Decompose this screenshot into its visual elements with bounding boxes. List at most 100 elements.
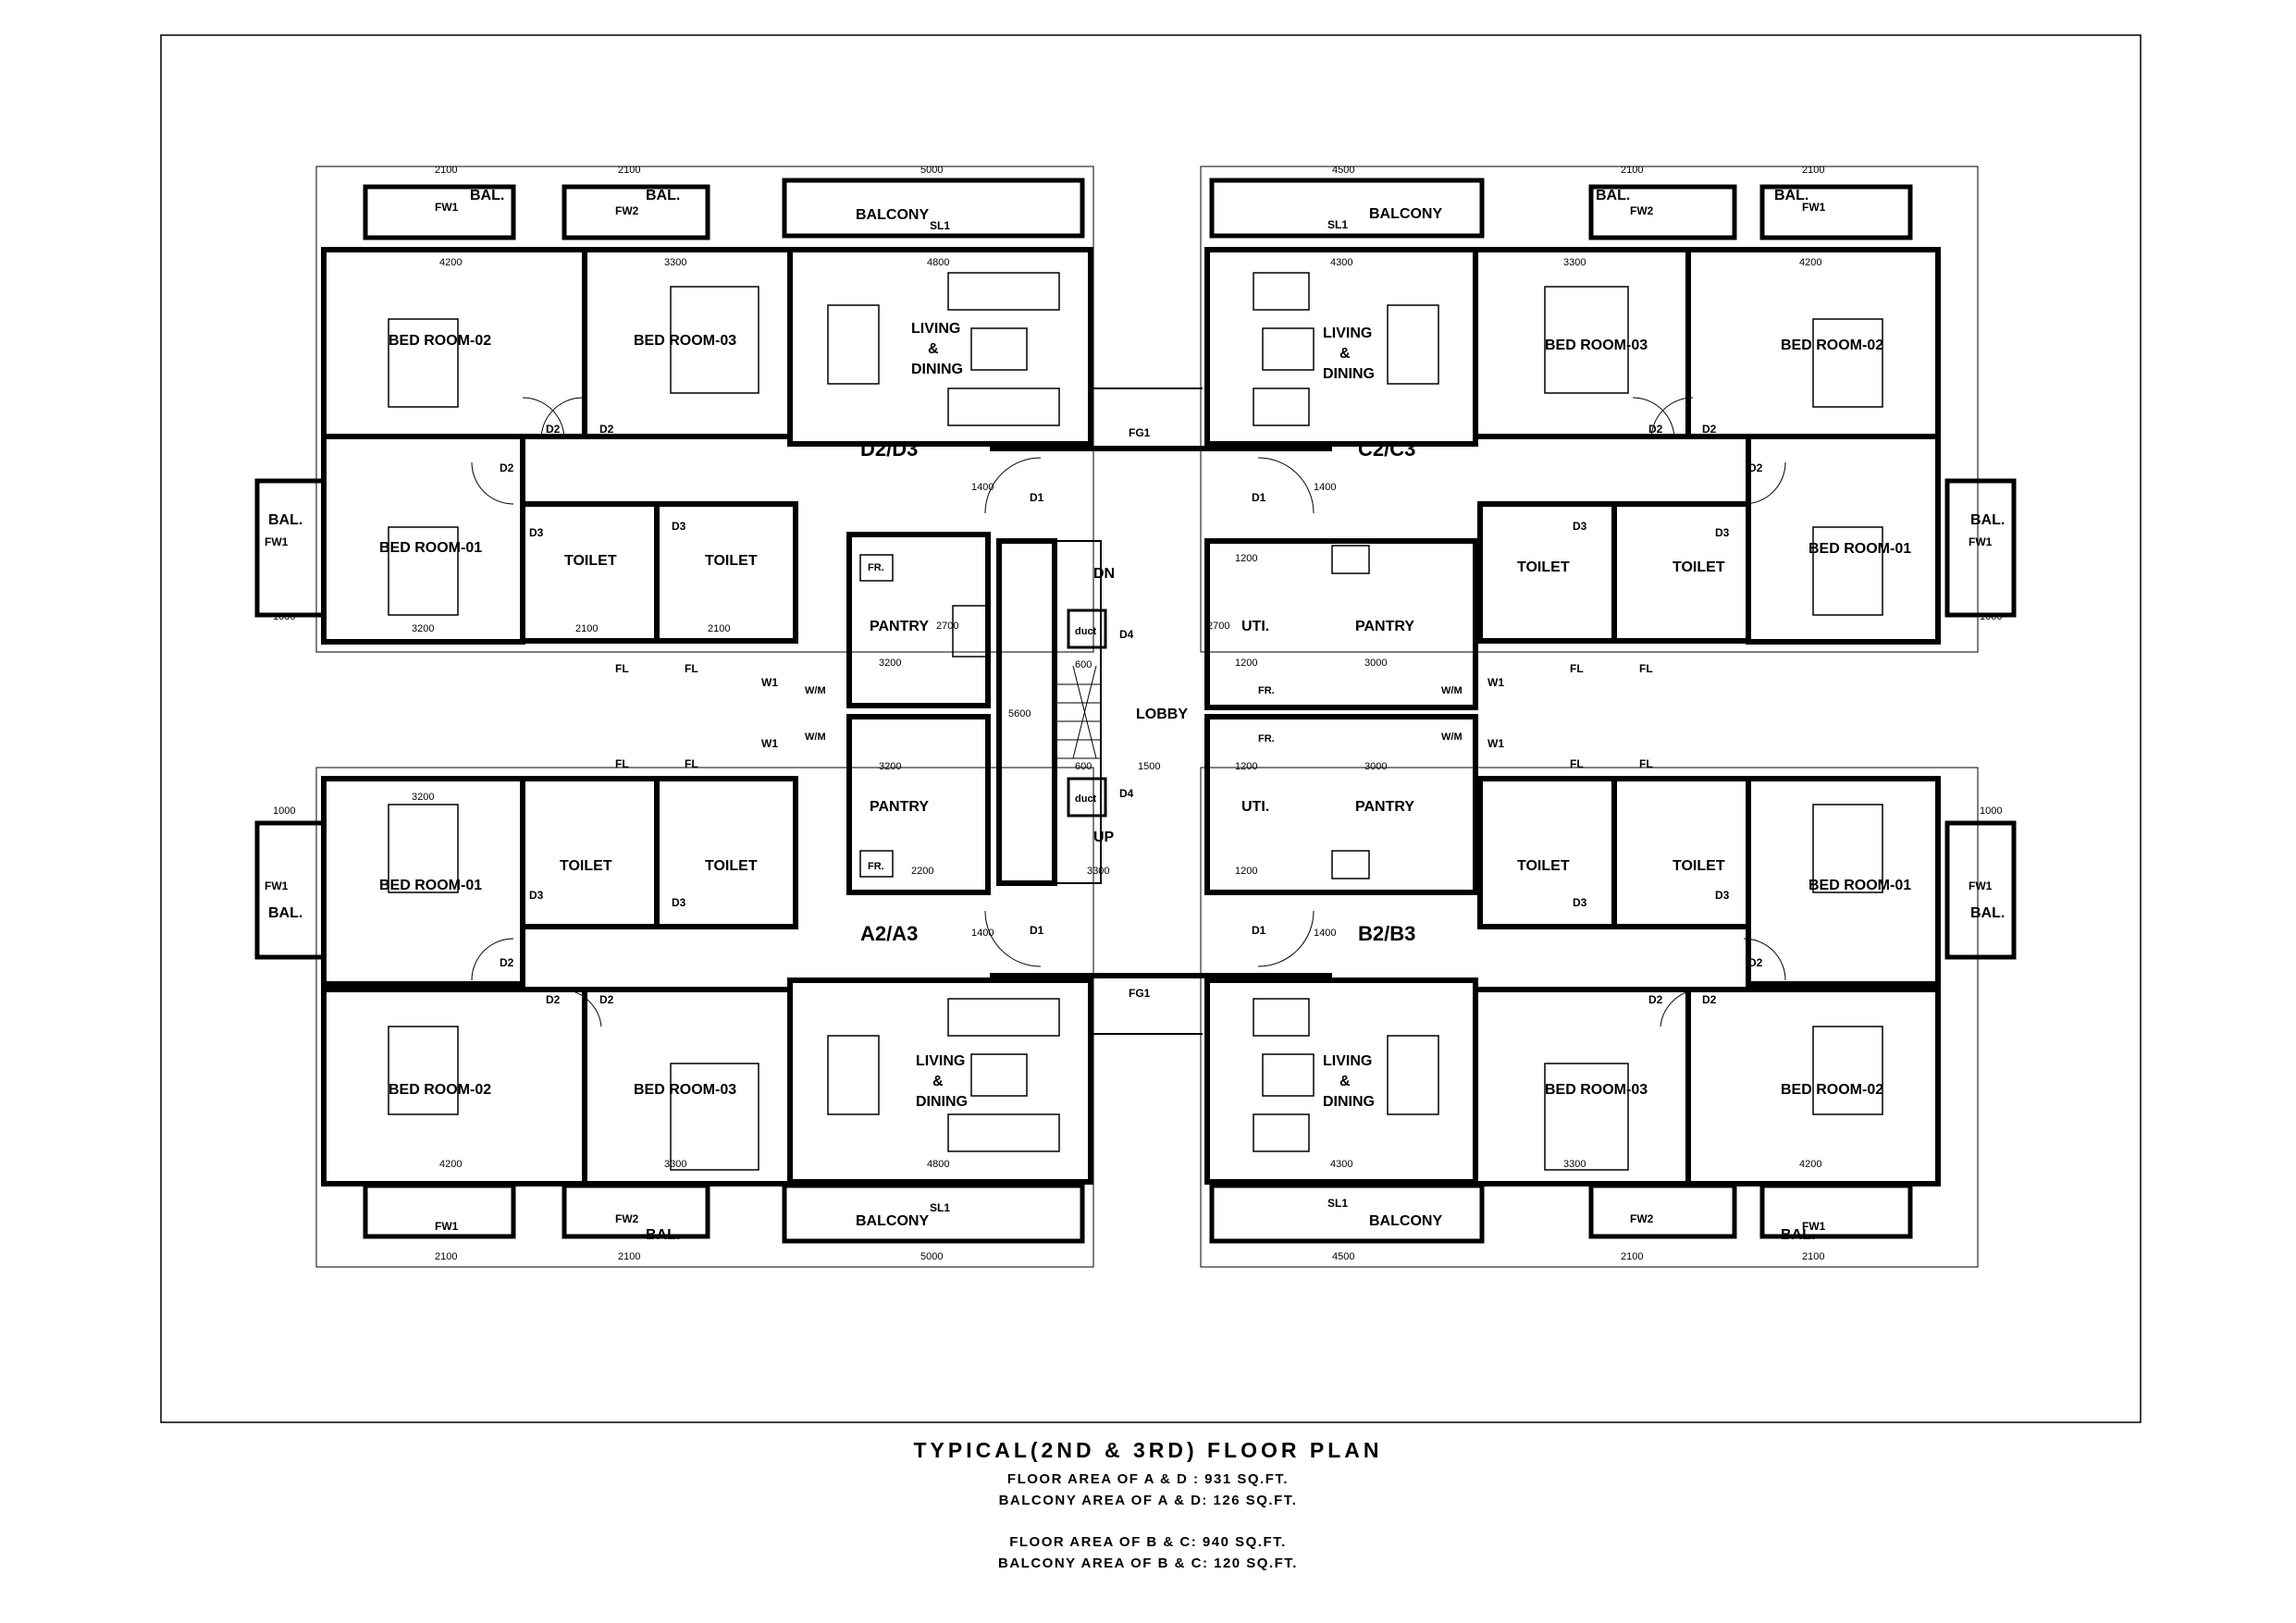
pantry-label-bl: PANTRY bbox=[870, 799, 929, 815]
tag-fl-bl-1: FL bbox=[615, 757, 629, 770]
bal-label-tr-2: BAL. bbox=[1774, 188, 1808, 203]
tag-fl-tr-1: FL bbox=[1570, 662, 1584, 675]
floor-area-a-d: FLOOR AREA OF A & D : 931 SQ.FT. bbox=[1006, 1471, 1290, 1487]
dim-1200-tr-1: 1200 bbox=[1235, 553, 1257, 564]
toilet-label-tl-2: TOILET bbox=[705, 553, 758, 569]
tag-d3-tr-1: D3 bbox=[1573, 520, 1587, 533]
living-label-br-1: LIVING bbox=[1323, 1053, 1372, 1069]
core-stair-lobby bbox=[984, 387, 1332, 1035]
bal-label-tl-2: BAL. bbox=[646, 188, 680, 203]
dim-2100-top-1: 2100 bbox=[435, 165, 457, 176]
dim-4200-bl: 4200 bbox=[439, 1159, 462, 1170]
tag-d3-br-2: D3 bbox=[1715, 889, 1730, 902]
toilet-label-tr-2: TOILET bbox=[1673, 559, 1725, 575]
dim-2200-bl-pantry: 2200 bbox=[911, 866, 933, 877]
bedroom-02-label-br: BED ROOM-02 bbox=[1781, 1082, 1883, 1098]
uti-label-br: UTI. bbox=[1241, 799, 1269, 815]
dim-1400-br: 1400 bbox=[1314, 928, 1336, 939]
dim-1000-br-side: 1000 bbox=[1980, 805, 2002, 817]
tag-d3-bl-2: D3 bbox=[672, 896, 686, 909]
toilet-label-bl-2: TOILET bbox=[705, 858, 758, 874]
tag-d3-br-1: D3 bbox=[1573, 896, 1587, 909]
unit-b2-b3 bbox=[1200, 714, 2017, 1268]
dim-2100-top-3: 2100 bbox=[1621, 165, 1643, 176]
tag-fw2-tl: FW2 bbox=[615, 204, 639, 217]
living-label-bl-3: DINING bbox=[916, 1094, 968, 1110]
pantry-label-tr: PANTRY bbox=[1355, 619, 1414, 634]
tag-fw1-br: FW1 bbox=[1802, 1220, 1826, 1233]
tag-d3-tl-1: D3 bbox=[529, 526, 544, 539]
dim-3000-tr-pantry: 3000 bbox=[1364, 658, 1387, 669]
tag-fg1-bottom: FG1 bbox=[1129, 987, 1151, 1000]
dim-4200-tl: 4200 bbox=[439, 257, 462, 268]
balcony-label-tl: BALCONY bbox=[856, 207, 929, 223]
tag-d2-bl-3: D2 bbox=[599, 993, 614, 1006]
dim-1000-tr-side: 1000 bbox=[1980, 611, 2002, 622]
tag-fw2-tr: FW2 bbox=[1630, 204, 1654, 217]
unit-label-b2-b3: B2/B3 bbox=[1358, 922, 1415, 945]
dim-600-2: 600 bbox=[1075, 761, 1092, 772]
bal-label-br-2: BAL. bbox=[1970, 905, 2005, 921]
tag-sl1-tr: SL1 bbox=[1327, 218, 1348, 231]
tag-fw1-tl-side: FW1 bbox=[265, 535, 289, 548]
unit-d2-d3 bbox=[254, 166, 1094, 708]
tag-sl1-br: SL1 bbox=[1327, 1197, 1348, 1210]
tag-fw1-tr-side: FW1 bbox=[1969, 535, 1993, 548]
dim-1500: 1500 bbox=[1138, 761, 1160, 772]
dim-4200-br: 4200 bbox=[1799, 1159, 1821, 1170]
unit-a2-a3 bbox=[254, 714, 1094, 1268]
tag-sl1-tl: SL1 bbox=[930, 219, 950, 232]
tag-w1-tl-1: W1 bbox=[761, 676, 778, 689]
toilet-label-bl-1: TOILET bbox=[560, 858, 612, 874]
dim-1400-tl: 1400 bbox=[971, 482, 994, 493]
dim-1200-br-1: 1200 bbox=[1235, 761, 1257, 772]
dim-600-1: 600 bbox=[1075, 659, 1092, 670]
tag-fw2-br: FW2 bbox=[1630, 1212, 1654, 1225]
toilet-label-br-1: TOILET bbox=[1517, 858, 1570, 874]
uti-label-tr: UTI. bbox=[1241, 619, 1269, 634]
washing-machine-label-3: W/M bbox=[1441, 685, 1463, 696]
drawing-border bbox=[160, 34, 2142, 1423]
tag-d2-tr-1: D2 bbox=[1648, 423, 1663, 436]
living-label-br-3: DINING bbox=[1323, 1094, 1375, 1110]
dim-1400-tr: 1400 bbox=[1314, 482, 1336, 493]
fridge-label-4: FR. bbox=[1258, 733, 1275, 744]
dim-5000-bottom: 5000 bbox=[920, 1251, 943, 1262]
fridge-label-1: FR. bbox=[868, 562, 884, 573]
toilet-label-tr-1: TOILET bbox=[1517, 559, 1570, 575]
stair-up-label: UP bbox=[1093, 830, 1115, 845]
tag-fl-tr-2: FL bbox=[1639, 662, 1653, 675]
plan-caption: TYPICAL(2ND & 3RD) FLOOR PLAN FLOOR AREA… bbox=[0, 1438, 2296, 1574]
tag-w1-tr-1: W1 bbox=[1487, 676, 1504, 689]
dim-1200-tr-2: 1200 bbox=[1235, 658, 1257, 669]
bal-label-tr-1: BAL. bbox=[1596, 188, 1630, 203]
washing-machine-label-4: W/M bbox=[1441, 732, 1463, 743]
dim-2100-bottom-4: 2100 bbox=[1802, 1251, 1824, 1262]
dim-4800-bl: 4800 bbox=[927, 1159, 949, 1170]
bedroom-03-label-tl: BED ROOM-03 bbox=[634, 333, 736, 349]
tag-fw1-tr: FW1 bbox=[1802, 201, 1826, 214]
tag-fl-bl-2: FL bbox=[685, 757, 698, 770]
tag-fw2-bl: FW2 bbox=[615, 1212, 639, 1225]
dim-3200-bl-pantry: 3200 bbox=[879, 761, 901, 772]
tag-d2-tl-2: D2 bbox=[599, 423, 614, 436]
duct-label-2: duct bbox=[1075, 793, 1097, 805]
bal-label-bl-1: BAL. bbox=[646, 1227, 680, 1243]
bedroom-02-label-tr: BED ROOM-02 bbox=[1781, 338, 1883, 353]
tag-d1-bl: D1 bbox=[1030, 924, 1044, 937]
toilet-label-br-2: TOILET bbox=[1673, 858, 1725, 874]
tag-fg1-top: FG1 bbox=[1129, 426, 1151, 439]
washing-machine-label-2: W/M bbox=[805, 732, 826, 743]
door-swings bbox=[471, 397, 1786, 1027]
dim-2100-tl-t2: 2100 bbox=[708, 623, 730, 634]
bedroom-02-label-bl: BED ROOM-02 bbox=[389, 1082, 491, 1098]
fridge-label-2: FR. bbox=[868, 861, 884, 872]
dim-2700-tl: 2700 bbox=[936, 621, 958, 632]
tag-d2-br-3: D2 bbox=[1702, 993, 1717, 1006]
bal-label-tl-1: BAL. bbox=[470, 188, 504, 203]
living-label-bl-2: & bbox=[932, 1074, 944, 1089]
tag-fl-tl-2: FL bbox=[685, 662, 698, 675]
balcony-area-a-d: BALCONY AREA OF A & D: 126 SQ.FT. bbox=[998, 1493, 1298, 1508]
dim-5600: 5600 bbox=[1008, 708, 1031, 719]
tag-fl-tl-1: FL bbox=[615, 662, 629, 675]
